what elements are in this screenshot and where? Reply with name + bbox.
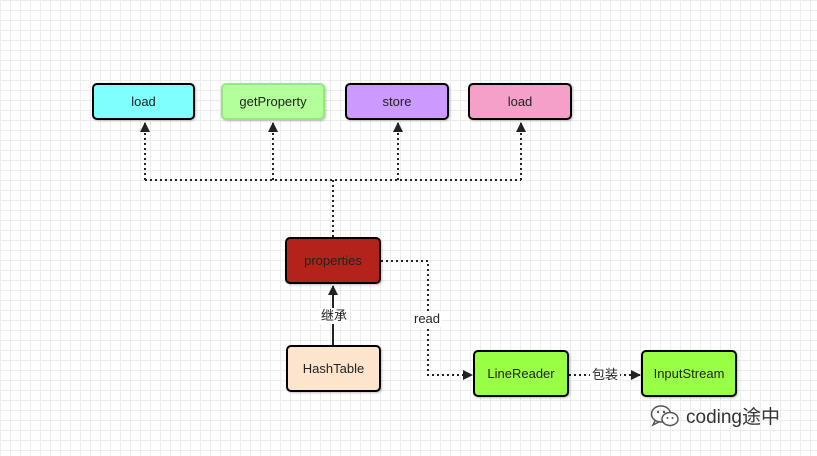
node-linereader: LineReader (473, 350, 569, 397)
edge-label-wrap: 包装 (590, 367, 621, 383)
node-inputstream-label: InputStream (653, 366, 725, 381)
node-load-1: load (92, 83, 195, 120)
node-hashtable: HashTable (286, 345, 381, 392)
node-properties-label: properties (304, 253, 362, 268)
edge-label-read: read (412, 311, 443, 327)
node-load-2: load (468, 83, 572, 120)
edge-label-inherit: 继承 (319, 308, 350, 324)
node-properties: properties (285, 237, 381, 284)
node-getproperty: getProperty (221, 83, 325, 120)
node-load-1-label: load (131, 94, 156, 109)
node-store: store (345, 83, 449, 120)
node-inputstream: InputStream (641, 350, 737, 397)
node-hashtable-label: HashTable (302, 361, 365, 376)
node-linereader-label: LineReader (487, 366, 555, 381)
node-store-label: store (382, 94, 412, 109)
node-load-2-label: load (507, 94, 533, 109)
watermark: coding途中 (650, 402, 780, 429)
node-getproperty-label: getProperty (239, 94, 307, 109)
wechat-icon (650, 404, 679, 427)
watermark-text: coding途中 (686, 407, 780, 428)
